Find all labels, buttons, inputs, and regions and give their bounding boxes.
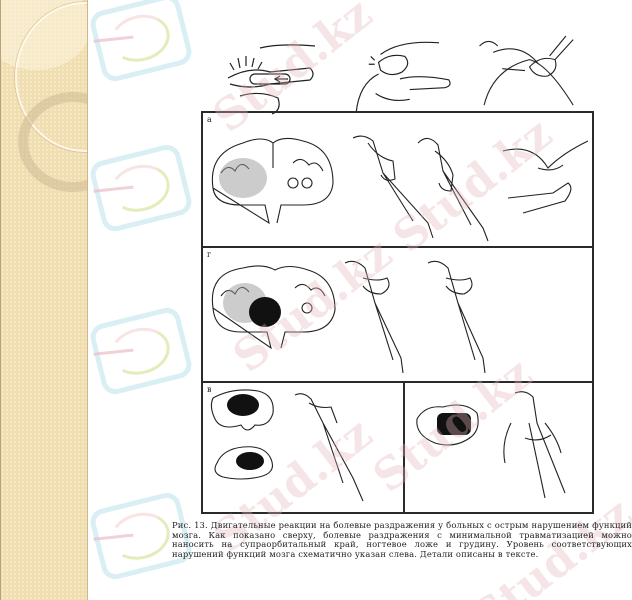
panel-cortical-lesion: а	[201, 111, 594, 248]
sternum-pressure-illustration	[479, 35, 574, 106]
panel-c-drawing	[210, 389, 364, 502]
panel-label: а	[207, 115, 212, 124]
caption-prefix: Рис. 13.	[172, 520, 208, 530]
caption-text: Двигательные реакции на болевые раздраже…	[172, 520, 632, 559]
panel-diencephalic-lesion: г	[201, 246, 594, 383]
medical-figure: а г	[190, 20, 630, 515]
watermark-logo-icon	[87, 141, 195, 235]
figure-caption: Рис. 13. Двигательные реакции на болевые…	[172, 520, 632, 559]
sidebar-ring-small	[18, 92, 87, 192]
panel-a-drawing	[211, 135, 589, 242]
watermark-logo-icon	[87, 0, 195, 85]
panel-brainstem-lesion: в	[201, 381, 405, 514]
watermark-logo-icon	[87, 304, 195, 398]
panel-medullary-lesion	[403, 381, 594, 514]
stimulation-methods-row	[210, 30, 590, 120]
panel-label: г	[207, 250, 212, 259]
supraorbital-pressure-illustration	[227, 44, 316, 115]
panel-d-drawing	[416, 391, 566, 499]
panel-label: в	[207, 385, 212, 394]
panel-b-drawing	[211, 260, 486, 374]
decorative-sidebar	[0, 0, 88, 600]
nail-bed-pressure-illustration	[355, 41, 451, 114]
